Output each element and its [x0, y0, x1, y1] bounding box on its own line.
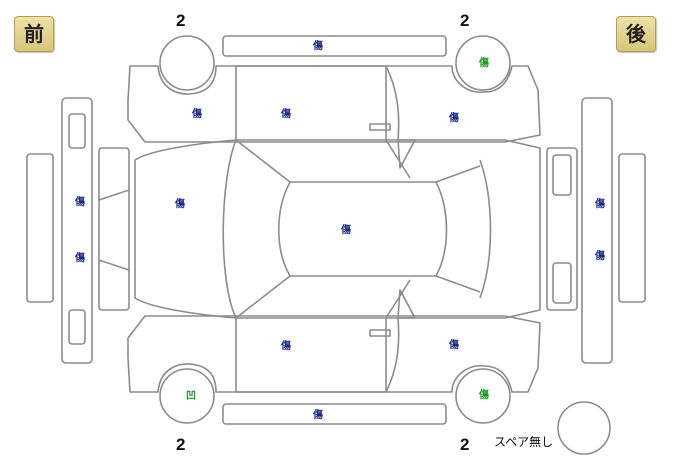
wheel-top-left — [159, 35, 215, 91]
topview-body — [134, 139, 541, 319]
bottom-side-roof — [235, 317, 400, 393]
rear-light-top — [552, 154, 572, 196]
mark-roof: 傷 — [341, 225, 351, 236]
rear-bumper-outer — [618, 153, 646, 303]
topview-rear-lines — [385, 139, 492, 319]
mark-tire-rear-right: 傷 — [479, 390, 489, 401]
rear-badge: 後 — [616, 16, 656, 52]
tire-count-top-right: 2 — [460, 11, 470, 30]
top-side-strip — [222, 35, 447, 57]
mark-front-door-left: 傷 — [281, 109, 291, 120]
top-door-handle — [369, 123, 391, 131]
topview-roof — [278, 181, 448, 277]
front-badge: 前 — [14, 16, 54, 52]
topview-hood-lines — [222, 139, 291, 319]
front-grille — [98, 147, 130, 311]
tire-count-top-left: 2 — [176, 11, 186, 30]
topview-side-mirrors — [397, 139, 416, 319]
bottom-side-strip — [222, 403, 447, 425]
front-bumper-inner — [61, 97, 93, 364]
front-light-top — [68, 113, 86, 149]
mark-rear-bumper-2: 傷 — [595, 251, 605, 262]
mark-tire-rear-left: 傷 — [479, 58, 489, 69]
mark-front-bumper-1: 傷 — [75, 197, 85, 208]
front-light-bottom — [68, 309, 86, 345]
front-grille-lines — [98, 189, 130, 271]
wheel-bottom-left — [159, 368, 215, 424]
rear-light-bottom — [552, 262, 572, 304]
mark-rocker-bottom: 傷 — [313, 410, 323, 421]
mark-rear-bumper-1: 傷 — [595, 199, 605, 210]
bottom-side-body — [127, 315, 541, 393]
mark-tire-front-right: 凹 — [186, 391, 196, 402]
mark-hood: 傷 — [175, 199, 185, 210]
mark-front-fender-left: 傷 — [192, 109, 202, 120]
mark-front-bumper-2: 傷 — [75, 253, 85, 264]
mark-rear-door-left: 傷 — [449, 113, 459, 124]
bottom-door-handle — [369, 329, 391, 337]
mark-front-door-right: 傷 — [281, 341, 291, 352]
mark-rear-door-right: 傷 — [449, 340, 459, 351]
top-side-body — [127, 65, 541, 143]
top-side-roof — [235, 65, 400, 141]
tire-count-bottom-left: 2 — [176, 435, 186, 454]
spare-tire-circle — [557, 401, 611, 455]
rear-light-outer — [546, 147, 578, 311]
wheel-bottom-right — [455, 368, 511, 424]
mark-roof-top: 傷 — [313, 41, 323, 52]
rear-bumper-inner — [581, 97, 613, 364]
front-bumper-outer — [26, 153, 54, 303]
tire-count-bottom-right: 2 — [460, 435, 470, 454]
spare-label: スペア無し — [494, 435, 554, 449]
wheel-top-right — [455, 35, 511, 91]
